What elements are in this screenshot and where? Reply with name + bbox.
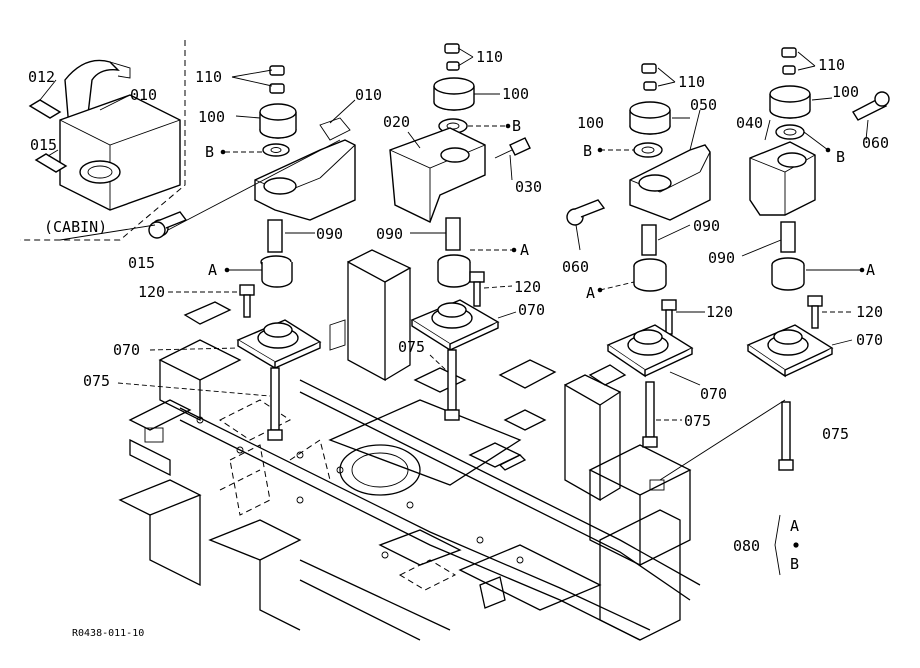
cabin-inset xyxy=(20,40,188,241)
callout-B-c: B xyxy=(583,142,592,160)
callout-B-a: B xyxy=(205,143,214,161)
callout-100-a: 100 xyxy=(198,108,225,126)
callout-120-a: 120 xyxy=(138,283,165,301)
callout-075-c: 075 xyxy=(684,412,711,430)
callout-A-c: A xyxy=(586,284,595,302)
callout-A-a: A xyxy=(208,261,217,279)
callout-075-b: 075 xyxy=(398,338,425,356)
mount-assembly-3 xyxy=(566,63,711,448)
callout-A-080: A xyxy=(790,517,799,535)
callout-070-c: 070 xyxy=(700,385,727,403)
callout-B-b: B xyxy=(512,117,521,135)
callout-A-b: A xyxy=(520,241,529,259)
callout-100-c: 100 xyxy=(577,114,604,132)
chassis-frame xyxy=(118,249,701,641)
callout-040: 040 xyxy=(736,114,763,132)
callout-110-d: 110 xyxy=(818,56,845,74)
callout-labels: 012 010 015 (CABIN) 015 110 100 B 010 09… xyxy=(28,48,889,639)
callout-050: 050 xyxy=(690,96,717,114)
callout-110-c: 110 xyxy=(678,73,705,91)
callout-B-d: B xyxy=(836,148,845,166)
callout-110-a: 110 xyxy=(195,68,222,86)
callout-cabin: (CABIN) xyxy=(44,218,107,236)
callout-110-b: 110 xyxy=(476,48,503,66)
callout-A-d: A xyxy=(866,261,875,279)
callout-070-a: 070 xyxy=(113,341,140,359)
callout-100-d: 100 xyxy=(832,83,859,101)
callout-060-b: 060 xyxy=(862,134,889,152)
callout-090-b: 090 xyxy=(376,225,403,243)
callout-090-a: 090 xyxy=(316,225,343,243)
callout-030: 030 xyxy=(515,178,542,196)
callout-012: 012 xyxy=(28,68,55,86)
callout-120-b: 120 xyxy=(514,278,541,296)
callout-010: 010 xyxy=(355,86,382,104)
callout-015: 015 xyxy=(128,254,155,272)
callout-020: 020 xyxy=(383,113,410,131)
callout-090-c: 090 xyxy=(693,217,720,235)
marker-dots xyxy=(220,123,865,548)
drawing-code: R0438-011-10 xyxy=(72,628,144,639)
callout-070-b: 070 xyxy=(518,301,545,319)
callout-060-a: 060 xyxy=(562,258,589,276)
callout-010-inset: 010 xyxy=(130,86,157,104)
leader-lines xyxy=(39,47,869,576)
callout-080: 080 xyxy=(733,537,760,555)
callout-070-d: 070 xyxy=(856,331,883,349)
callout-B-080: B xyxy=(790,555,799,573)
mount-assembly-2 xyxy=(389,43,531,421)
callout-075-a: 075 xyxy=(83,372,110,390)
callout-120-c: 120 xyxy=(706,303,733,321)
callout-120-d: 120 xyxy=(856,303,883,321)
mount-assembly-4 xyxy=(746,47,890,471)
callout-075-d: 075 xyxy=(822,425,849,443)
mount-assembly-1 xyxy=(148,65,356,441)
callout-100-b: 100 xyxy=(502,85,529,103)
callout-015-inset: 015 xyxy=(30,136,57,154)
callout-090-d: 090 xyxy=(708,249,735,267)
